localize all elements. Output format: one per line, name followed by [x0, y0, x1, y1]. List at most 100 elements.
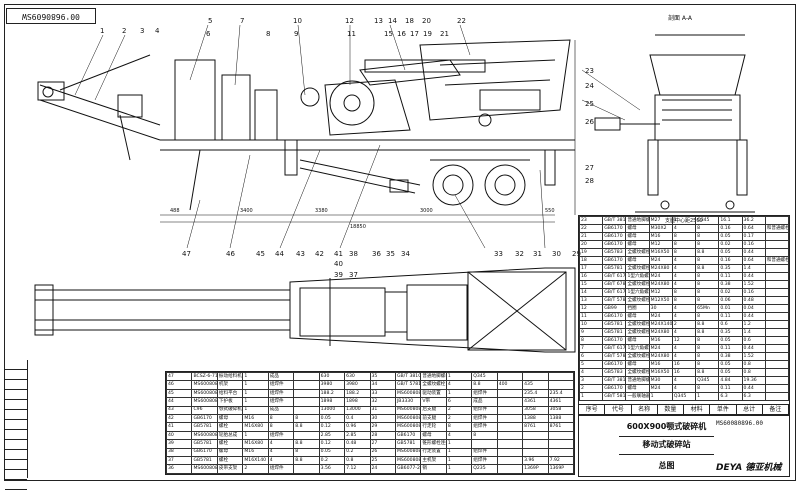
table-cell: GB/T 6170-2016 — [602, 288, 627, 297]
table-cell: MS60080896.00 — [191, 380, 218, 390]
table-cell: 机架 — [216, 380, 244, 390]
table-cell: 4361 — [522, 397, 549, 407]
table-cell: 8 — [267, 422, 295, 432]
table-cell: 45 — [165, 388, 193, 399]
table-cell: 4 — [671, 256, 697, 265]
company-logo: DEYA 德亚机械 — [716, 463, 782, 473]
table-cell: M16 — [648, 232, 673, 241]
table-cell: 0.2 — [318, 456, 346, 466]
table-cell: 8 — [671, 288, 697, 297]
table-cell: MS60080896.06 — [394, 405, 422, 416]
table-cell: 1388 — [522, 414, 549, 424]
table-cell: 1 — [242, 380, 269, 390]
table-cell: 18 — [578, 256, 604, 265]
table-cell: 1型六角螺母 — [625, 272, 650, 281]
table-cell: 0.05 — [318, 447, 346, 458]
table-cell: 1 — [648, 392, 673, 401]
table-cell: 33 — [369, 388, 396, 399]
table-cell: GB/T 6170-2016 — [602, 272, 627, 281]
table-cell: V带 — [420, 397, 447, 407]
table-cell: M24X80 — [648, 352, 673, 361]
table-cell: 7.92 — [547, 456, 575, 466]
table-cell: 8 — [445, 422, 473, 432]
table-cell: M16X50 — [648, 248, 673, 257]
table-cell — [764, 240, 790, 249]
table-cell: M30 — [648, 376, 673, 385]
table-cell — [522, 439, 549, 449]
table-cell — [764, 312, 790, 321]
table-cell — [764, 384, 790, 393]
table-cell: 0.05 — [318, 414, 346, 424]
table-cell — [547, 380, 575, 390]
table-cell: 8.8 — [695, 248, 720, 257]
table-cell: 8 — [695, 344, 720, 353]
title-block-title: 600X900颚式破碎机 — [619, 418, 714, 437]
table-cell: 188.2 — [318, 388, 346, 399]
table-cell — [496, 439, 524, 449]
callout-39: 39 — [334, 271, 343, 279]
table-cell: 1.4 — [741, 328, 766, 337]
table-cell — [496, 414, 524, 424]
table-cell: M24X140 — [648, 320, 673, 329]
table-cell: 组焊件 — [471, 422, 498, 432]
table-cell: 螺母 — [625, 312, 650, 321]
table-cell: 14 — [578, 288, 604, 297]
table-cell: 0.35 — [718, 264, 743, 273]
table-cell: 4 — [267, 456, 295, 466]
table-cell: 1型六角螺母 — [625, 344, 650, 353]
table-cell: 0.44 — [741, 384, 766, 393]
table-cell: 螺母 — [625, 232, 650, 241]
table-cell: 1 — [671, 216, 697, 225]
table-cell — [764, 328, 790, 337]
table-cell: M12X50 — [648, 296, 673, 305]
table-cell — [496, 388, 524, 399]
table-cell: 2 — [242, 464, 269, 474]
table-cell: Q345 — [671, 392, 697, 401]
table-cell: MS60080896.10 — [191, 464, 218, 474]
table-cell: 螺母 — [625, 240, 650, 249]
table-cell: 19 — [578, 248, 604, 257]
table-cell — [496, 456, 524, 466]
callout-20: 20 — [422, 17, 431, 25]
dim-d4: 3000 — [420, 208, 433, 214]
table-cell: GB6170 — [602, 336, 627, 345]
side-cell — [5, 430, 27, 440]
table-cell: 10 — [578, 320, 604, 329]
table-cell: 20 — [578, 240, 604, 249]
hdr-qty: 数量 — [658, 405, 684, 415]
table-cell: 8 — [695, 272, 720, 281]
table-cell: M16X80 — [242, 439, 269, 449]
table-cell — [471, 439, 498, 449]
table-cell — [496, 371, 524, 382]
title-block-subtitle: 移动式破碎站 — [619, 436, 714, 455]
table-cell: 0.11 — [718, 272, 743, 281]
table-cell: 44 — [165, 397, 193, 407]
conveyor-side-view — [37, 54, 161, 161]
table-cell: 组焊件 — [267, 464, 295, 474]
table-cell: GB6170 — [394, 430, 422, 441]
side-cell — [5, 360, 27, 370]
table-cell: 2.85 — [344, 430, 371, 441]
table-cell — [764, 216, 790, 225]
table-cell: 29 — [369, 422, 396, 432]
table-cell: 38 — [165, 447, 193, 458]
table-cell: 8 — [695, 312, 720, 321]
callout-38: 38 — [349, 250, 358, 258]
table-cell: 0.16 — [718, 256, 743, 265]
table-cell: GB/T 5781-2016 — [602, 296, 627, 305]
table-cell: 驱动装置 — [420, 388, 447, 399]
table-cell: 7.12 — [344, 464, 371, 474]
table-cell: 43 — [165, 405, 193, 416]
callout-16: 16 — [397, 30, 406, 38]
table-cell: 3.56 — [318, 464, 346, 474]
table-cell: 0.8 — [741, 360, 766, 369]
table-cell: 组焊件 — [471, 414, 498, 424]
table-cell: 8 — [695, 224, 720, 233]
table-cell: 400 — [496, 380, 524, 390]
drawing-frame — [4, 4, 796, 481]
table-cell: 下护板 — [216, 397, 244, 407]
table-cell: 21 — [578, 232, 604, 241]
